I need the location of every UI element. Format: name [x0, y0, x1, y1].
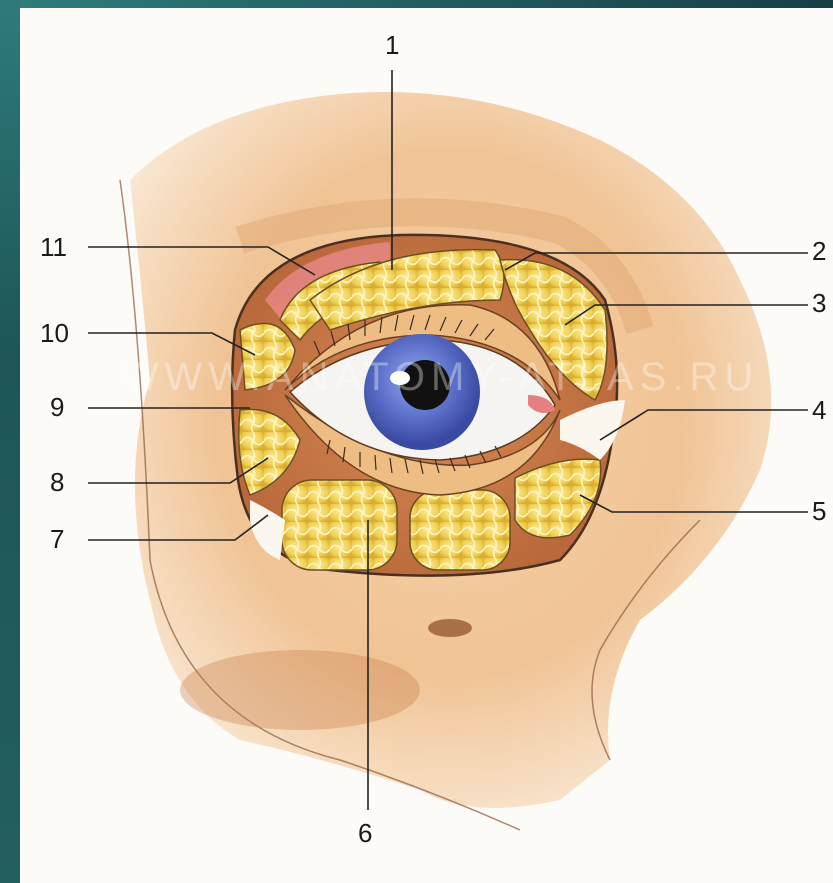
label-3: 3 [812, 290, 826, 316]
lower-shadow [180, 650, 420, 730]
label-8: 8 [50, 469, 64, 495]
label-11: 11 [40, 234, 67, 260]
fat-lobe-lower-2 [410, 490, 510, 570]
chin-mark [428, 619, 472, 637]
label-5: 5 [812, 498, 826, 524]
watermark-text: WWW.ANATOMY-ATLAS.RU [60, 355, 820, 400]
fat-lobe-lower-1 [282, 480, 397, 570]
label-2: 2 [812, 238, 826, 264]
label-9: 9 [50, 394, 64, 420]
label-4: 4 [812, 397, 826, 423]
label-7: 7 [50, 526, 64, 552]
label-1: 1 [385, 32, 399, 58]
label-6: 6 [358, 820, 372, 846]
label-10: 10 [40, 320, 69, 346]
